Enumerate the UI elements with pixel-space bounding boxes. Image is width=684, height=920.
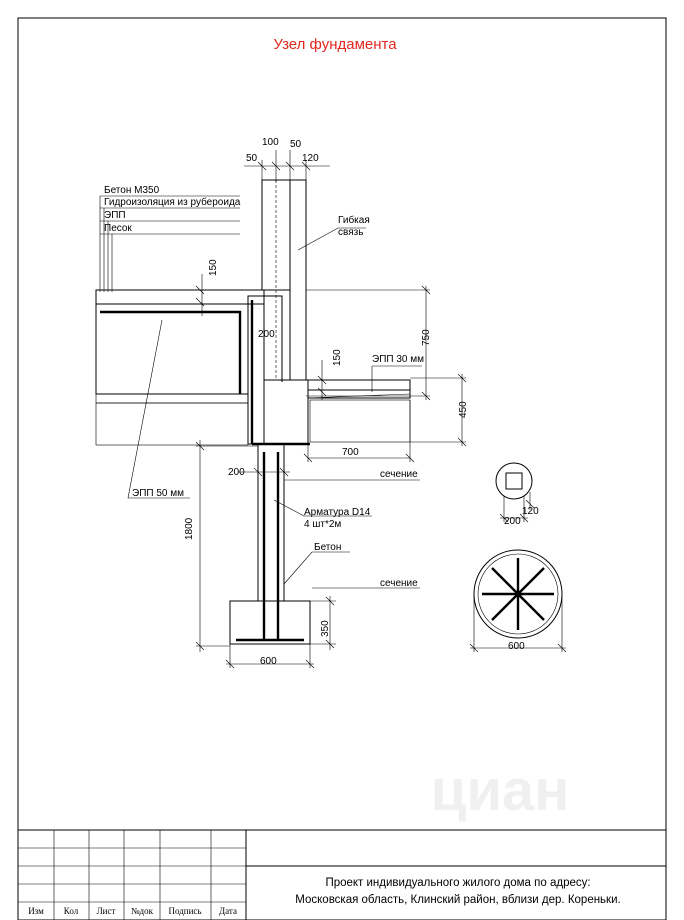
legend-item: Песок xyxy=(104,223,132,234)
dim-text: 50 xyxy=(290,139,302,150)
brick-facing xyxy=(289,179,307,381)
dimensions: 100 50 50 120 150 200 750 150 450 700 20… xyxy=(184,137,469,669)
dim-text: 200 xyxy=(258,329,275,340)
dim-text: 350 xyxy=(320,620,331,637)
rebar-label: 4 шт*2м xyxy=(304,519,341,530)
dim-text: 600 xyxy=(260,656,277,667)
section-label-2: сечение xyxy=(380,578,418,589)
legend-item: ЭПП xyxy=(104,210,126,221)
wall-section xyxy=(261,179,307,381)
epp30-label: ЭПП 30 мм xyxy=(372,354,424,365)
drawing-title: Узел фундамента xyxy=(273,36,397,53)
layer-legend: Бетон М350 Гидроизоляция из рубероида ЭП… xyxy=(99,185,241,292)
dim-text: 150 xyxy=(208,259,219,276)
section-label-1: сечение xyxy=(380,469,418,480)
dim-text: 450 xyxy=(458,401,469,418)
flexible-tie-label: Гибкая xyxy=(338,214,370,226)
dim-text: 200 xyxy=(228,467,245,478)
title-block-header: №док xyxy=(131,906,154,916)
sheet-frame xyxy=(17,17,667,920)
legend-item: Бетон М350 xyxy=(104,185,160,196)
dim-text: 600 xyxy=(508,641,525,652)
dim-text: 120 xyxy=(522,506,539,517)
epp50-label: ЭПП 50 мм xyxy=(132,488,184,499)
pile-footing xyxy=(229,600,311,645)
dim-text: 750 xyxy=(421,329,432,346)
dim-text: 200 xyxy=(504,516,521,527)
epp30-leader xyxy=(371,365,422,392)
dim-text: 100 xyxy=(262,137,279,148)
concrete-label: Бетон xyxy=(314,542,341,553)
section-1-detail: 200 120 xyxy=(495,462,539,527)
dim-text: 120 xyxy=(302,153,319,164)
title-block-header: Лист xyxy=(97,906,116,916)
watermark-text: циан xyxy=(431,758,570,823)
rebar-label: Арматура D14 xyxy=(304,507,371,518)
floor-slab xyxy=(95,289,265,404)
title-block xyxy=(18,829,666,920)
epp50-leader xyxy=(127,319,190,499)
blind-area xyxy=(307,379,411,399)
title-block-header: Дата xyxy=(219,906,237,916)
project-line-1: Проект индивидуального жилого дома по ад… xyxy=(325,877,590,889)
dim-text: 700 xyxy=(342,447,359,458)
legend-item: Гидроизоляция из рубероида xyxy=(104,196,241,208)
concrete-leader xyxy=(283,551,350,585)
pile xyxy=(257,443,285,640)
grillage xyxy=(247,295,310,446)
title-block-header: Кол xyxy=(64,906,79,916)
dim-text: 1800 xyxy=(184,517,195,540)
flexible-tie-label: связь xyxy=(338,227,363,238)
title-block-header: Подпись xyxy=(168,906,201,916)
flexible-tie-leader xyxy=(297,227,366,251)
rebar-leader xyxy=(273,499,372,517)
dim-text: 50 xyxy=(246,153,258,164)
project-line-2: Московская область, Клинский район, вбли… xyxy=(295,894,620,906)
title-block-header: Изм xyxy=(28,906,44,916)
section-2-detail: 600 xyxy=(469,549,567,653)
dim-text: 150 xyxy=(332,349,343,366)
